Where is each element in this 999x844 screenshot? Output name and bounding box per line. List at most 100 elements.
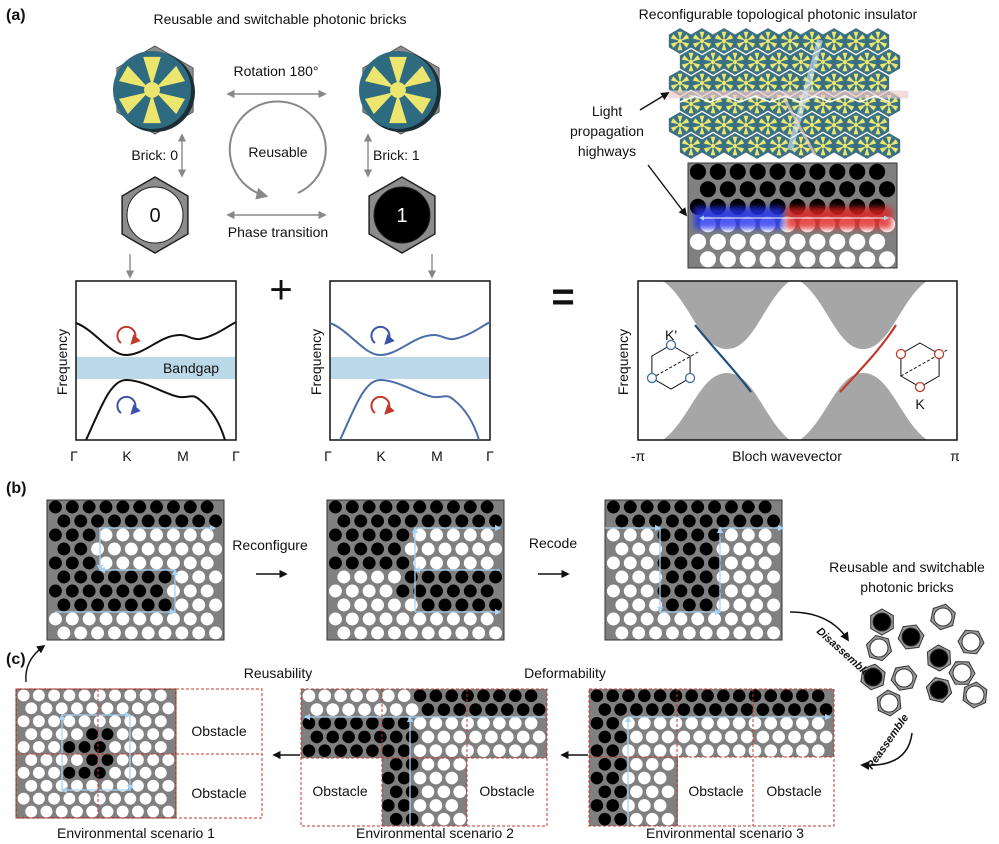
rod-state-0	[894, 668, 914, 688]
rod-state-1	[413, 500, 427, 514]
rod-state-0	[162, 702, 175, 715]
rotor-blade	[813, 139, 822, 146]
rod-state-1	[729, 163, 746, 180]
rotor-star	[736, 115, 756, 135]
rotor-blade	[780, 104, 789, 111]
rotor-blade	[681, 104, 690, 111]
rotor-blade	[809, 85, 815, 93]
rotor-blade	[842, 136, 848, 144]
rotor-blade	[365, 65, 393, 88]
rod-state-0	[421, 730, 435, 744]
rotor-blade	[835, 55, 844, 62]
bandgap-region	[330, 357, 490, 379]
rotor-blade	[754, 106, 760, 114]
rotor-blade	[747, 125, 756, 132]
rod-state-0	[472, 626, 486, 640]
rod-state-0	[961, 632, 981, 652]
rod-state-1	[741, 500, 755, 514]
rotor-blade	[824, 62, 833, 69]
k-tick-label: K	[376, 448, 386, 464]
rotor-blade	[780, 41, 789, 48]
rotor-blade	[758, 34, 767, 41]
rotor-blade	[721, 85, 727, 93]
rotor-hub	[743, 122, 749, 128]
rod-state-0	[387, 598, 401, 612]
rotor-blade	[776, 64, 782, 72]
rod-state-0	[91, 626, 105, 640]
rotor-blade	[699, 127, 705, 135]
rod-state-0	[779, 251, 796, 268]
rod-state-0	[640, 612, 654, 626]
valley-point	[684, 372, 696, 384]
rod-state-0	[379, 612, 393, 626]
rotor-blade	[780, 83, 789, 90]
rod-state-0	[645, 812, 659, 826]
rod-state-0	[748, 744, 762, 757]
rotor-blade	[714, 34, 723, 41]
rod-state-0	[649, 626, 663, 640]
rotor-blade	[868, 118, 877, 125]
rod-state-1	[598, 812, 612, 826]
rod-state-0	[371, 570, 385, 584]
rotor-blade	[743, 73, 749, 81]
rotor-blade	[890, 62, 899, 69]
rod-state-1	[717, 689, 730, 703]
rotor-blade	[769, 55, 778, 62]
rotor-blade	[758, 125, 767, 132]
rod-state-0	[183, 612, 197, 626]
rod-state-1	[606, 500, 620, 514]
frequency-axis-label: Frequency	[615, 329, 631, 395]
rod-state-1	[150, 584, 164, 598]
reconfigure-label: Reconfigure	[232, 537, 308, 553]
rotor-hub	[842, 101, 848, 107]
rotor-blade	[798, 148, 804, 156]
rod-state-1	[354, 514, 368, 528]
rotor-blade	[681, 76, 690, 83]
rod-state-0	[965, 685, 985, 705]
rotor-hub	[787, 80, 793, 86]
rotor-blade	[703, 76, 712, 83]
rod-state-0	[455, 626, 469, 640]
rod-state-0	[750, 570, 764, 584]
rod-state-0	[40, 754, 53, 766]
rod-state-1	[929, 680, 949, 700]
rotor-blade	[820, 136, 826, 144]
rod-state-1	[48, 584, 62, 598]
rod-state-0	[615, 598, 629, 612]
rotor-blade	[725, 118, 734, 125]
rod-state-0	[93, 689, 106, 702]
rotor-blade	[699, 115, 705, 123]
rod-state-0	[477, 744, 490, 757]
rod-state-0	[109, 766, 121, 779]
rotor-star	[747, 136, 767, 156]
rod-state-1	[708, 500, 722, 514]
rotor-blade	[721, 115, 727, 123]
rotor-blade	[725, 97, 734, 104]
rod-state-1	[345, 500, 359, 514]
circular-polarization-icon	[370, 325, 395, 345]
rotor-hub	[144, 82, 160, 98]
highways-label: Light	[592, 103, 622, 119]
rod-state-0	[158, 626, 172, 640]
rod-state-0	[733, 570, 747, 584]
rotor-hub	[754, 101, 760, 107]
rotor-blade	[681, 139, 690, 146]
rotor-blade	[769, 118, 778, 125]
rod-state-0	[749, 233, 766, 250]
rotor-blade	[732, 52, 738, 60]
rotor-blade	[879, 34, 888, 41]
rod-state-0	[86, 805, 99, 818]
rod-state-0	[175, 542, 189, 556]
rotor-blade	[820, 52, 826, 60]
rotor-blade	[835, 41, 844, 48]
rod-state-1	[74, 542, 88, 556]
rod-state-0	[17, 766, 30, 779]
rotor-blade	[681, 34, 690, 41]
rotor-star	[670, 73, 690, 93]
rotor-star	[736, 31, 756, 51]
rotor-star	[365, 56, 431, 124]
rod-state-0	[328, 584, 342, 598]
rod-state-1	[374, 730, 387, 744]
rod-state-0	[17, 792, 30, 805]
rod-state-1	[101, 728, 114, 741]
